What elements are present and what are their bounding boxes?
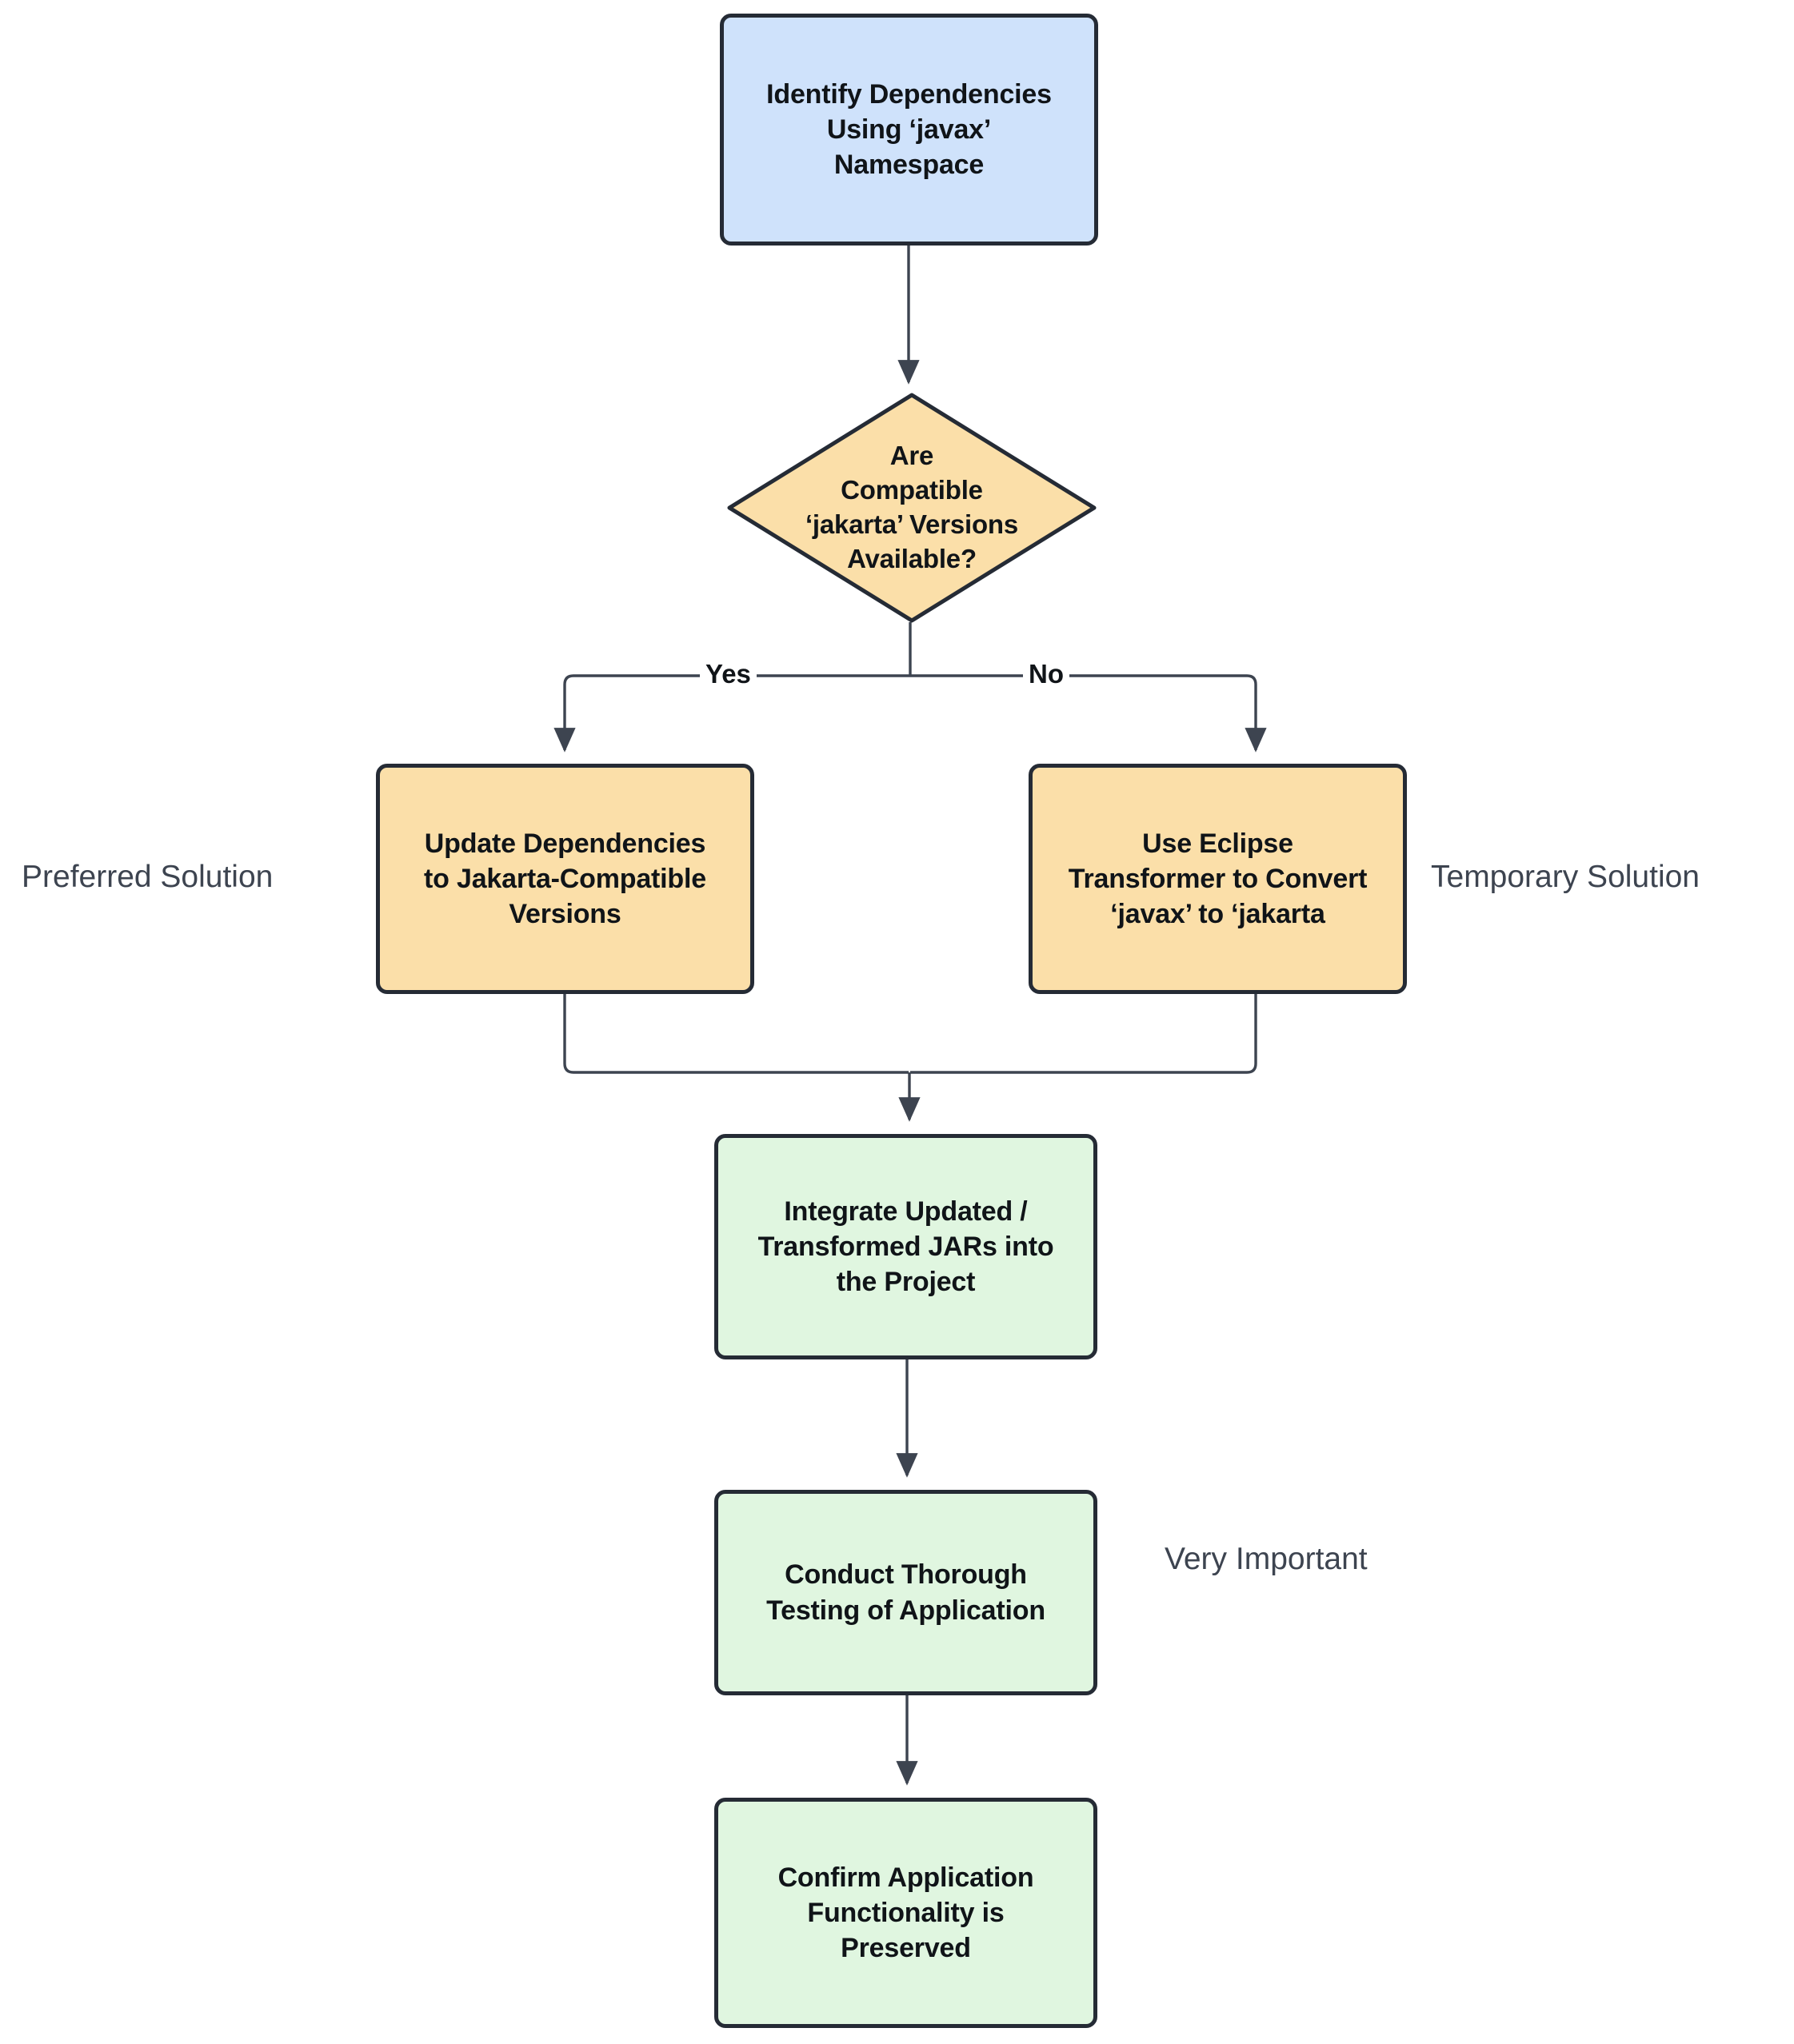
node-identify-dependencies[interactable]: Identify Dependencies Using ‘javax’ Name…: [720, 14, 1098, 246]
annotation-temporary-solution: Temporary Solution: [1431, 860, 1700, 894]
edge-label-no: No: [1023, 661, 1069, 687]
diamond-shape: [727, 393, 1097, 623]
node-integrate-jars-label: Integrate Updated / Transformed JARs int…: [757, 1196, 1054, 1298]
annotation-preferred-solution: Preferred Solution: [22, 860, 274, 894]
node-conduct-testing[interactable]: Conduct Thorough Testing of Application: [714, 1490, 1097, 1695]
annotation-very-important: Very Important: [1165, 1542, 1368, 1576]
node-confirm-functionality-label: Confirm Application Functionality is Pre…: [777, 1862, 1034, 1964]
node-update-dependencies-label: Update Dependencies to Jakarta-Compatibl…: [424, 828, 706, 930]
edge-label-yes: Yes: [700, 661, 757, 687]
edge-transformer-to-integrate: [910, 994, 1257, 1074]
node-update-dependencies[interactable]: Update Dependencies to Jakarta-Compatibl…: [376, 764, 754, 994]
edge-update-to-integrate: [563, 994, 909, 1074]
node-integrate-jars[interactable]: Integrate Updated / Transformed JARs int…: [714, 1134, 1097, 1359]
node-decision-compatible-versions[interactable]: Are Compatible ‘jakarta’ Versions Availa…: [726, 392, 1097, 624]
node-identify-dependencies-label: Identify Dependencies Using ‘javax’ Name…: [766, 78, 1052, 181]
node-confirm-functionality[interactable]: Confirm Application Functionality is Pre…: [714, 1798, 1097, 2028]
edge-decision-no-to-transformer: [910, 674, 1267, 753]
node-eclipse-transformer[interactable]: Use Eclipse Transformer to Convert ‘java…: [1029, 764, 1407, 994]
node-decision-label: Are Compatible ‘jakarta’ Versions Availa…: [805, 441, 1019, 573]
node-conduct-testing-label: Conduct Thorough Testing of Application: [766, 1559, 1045, 1626]
node-eclipse-transformer-label: Use Eclipse Transformer to Convert ‘java…: [1068, 828, 1368, 930]
